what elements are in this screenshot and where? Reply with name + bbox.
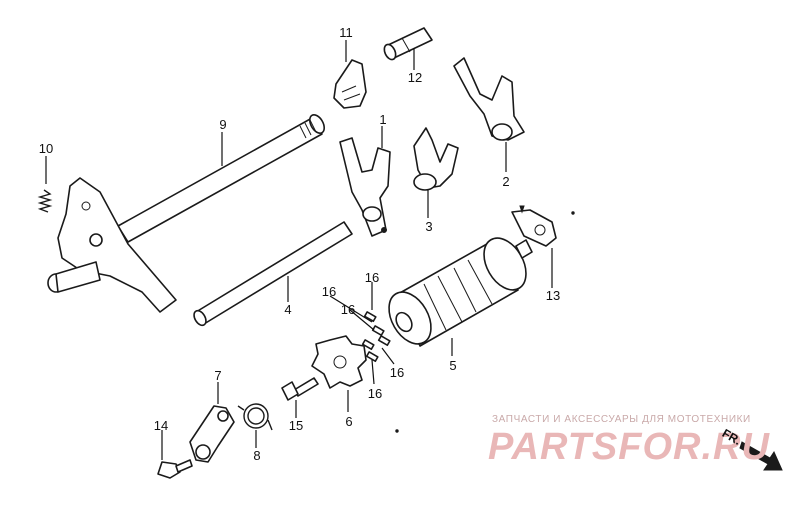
pin-part-12 [383,27,433,61]
dot-mark [395,429,399,433]
stopper-plate-part-13 [511,205,557,247]
clip-spring-part-11 [333,59,367,109]
callout-12: 12 [408,70,422,85]
callout-8: 8 [253,448,260,463]
watermark-caption: ЗАПЧАСТИ И АКСЕССУАРЫ ДЛЯ МОТОТЕХНИКИ [492,414,751,425]
callout-3: 3 [425,219,432,234]
callout-11: 11 [339,25,353,40]
shift-drum-part-5 [388,237,533,347]
callout-2: 2 [502,174,509,189]
bolt-part-15 [281,377,319,401]
callout-4: 4 [284,302,291,317]
callout-16-a: 16 [365,270,379,285]
guide-rod-part-4 [193,221,353,327]
shift-fork-part-3 [413,127,459,191]
shift-fork-part-1 [339,137,391,237]
front-direction-arrow-icon [739,441,783,471]
callout-5: 5 [449,358,456,373]
callout-6: 6 [345,414,352,429]
callout-labels: 1 2 3 4 5 6 7 8 9 10 11 12 13 14 15 16 1… [39,25,560,463]
stopper-arm-part-7 [189,405,235,463]
callout-15: 15 [289,418,303,433]
dot-mark [571,211,575,215]
shift-arm-plate [47,177,177,313]
callout-16-c: 16 [341,302,355,317]
callout-9: 9 [219,117,226,132]
callout-10: 10 [39,141,53,156]
torsion-spring-part-8 [237,403,273,431]
spring-part-10 [37,189,53,213]
watermark-logo: PARTSFOR.RU [488,426,770,468]
bolt-part-14 [157,459,193,479]
callout-16-e: 16 [368,386,382,401]
callout-13: 13 [546,288,560,303]
dowel-pins-part-16 [361,311,391,363]
cam-plate-part-6 [311,335,367,389]
callout-16-d: 16 [390,365,404,380]
callout-16-b: 16 [322,284,336,299]
callout-leaders [45,40,553,460]
callout-7: 7 [214,368,221,383]
callout-14: 14 [154,418,168,433]
shift-fork-part-2 [453,57,525,141]
callout-1: 1 [379,112,386,127]
